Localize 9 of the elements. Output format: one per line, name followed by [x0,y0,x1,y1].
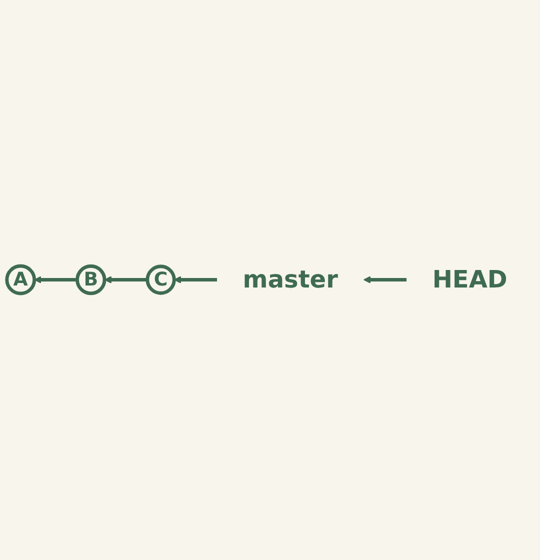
node-circle: A [5,264,36,296]
arrow [34,276,78,284]
arrow [363,276,407,284]
node-text: master [242,265,338,294]
node-text: HEAD [432,265,508,294]
node-circle: C [146,264,176,296]
arrow [104,276,148,284]
arrow [174,276,218,284]
node-circle: B [76,264,106,296]
